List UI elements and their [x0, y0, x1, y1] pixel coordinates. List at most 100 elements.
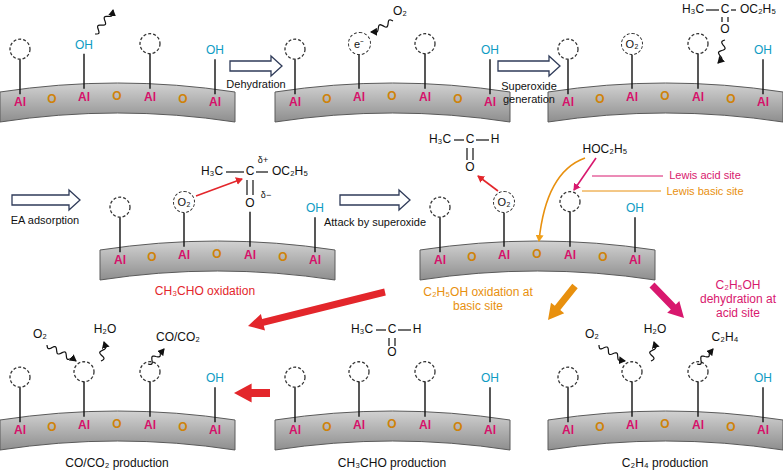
hydroxyl-group: OH: [626, 202, 644, 216]
hydroxyl-group: OH: [481, 44, 499, 58]
site-species: O₂: [626, 38, 639, 50]
aluminium-atom: Al: [626, 419, 638, 433]
panel-caption: C₂H₄ production: [622, 457, 708, 471]
molecule: C₂H₄: [712, 331, 739, 345]
surface-bond: [697, 54, 698, 89]
vacant-site: [140, 34, 160, 54]
atom-group: C: [246, 165, 255, 179]
chemical-bond: [721, 17, 722, 22]
aluminium-atom: Al: [14, 424, 26, 438]
surface-bond: [489, 387, 490, 422]
surface-bond: [424, 54, 425, 89]
oxygen-atom: O: [467, 251, 476, 265]
surface-bond: [697, 382, 698, 417]
oxygen-atom: O: [453, 421, 462, 435]
site-species: e⁻: [354, 36, 364, 51]
molecule: O₂: [585, 328, 599, 342]
vacant-site: [110, 197, 130, 217]
chemical-bond: [398, 329, 411, 330]
atom-group: O: [387, 346, 396, 360]
site-label: Lewis basic site: [666, 185, 743, 198]
oxygen-atom: O: [147, 251, 156, 265]
chemical-bond: [727, 17, 728, 22]
oxygen-atom: O: [322, 421, 331, 435]
molecule: HOC₂H₅: [583, 143, 628, 157]
vacant-site: [349, 362, 369, 382]
atom-group: H₃C: [201, 165, 223, 179]
hydroxyl-group: OH: [481, 372, 499, 386]
desorption-arrow: [599, 345, 625, 361]
oxygen-atom: O: [660, 90, 669, 104]
aluminium-atom: Al: [484, 424, 496, 438]
chemical-bond: [252, 180, 253, 195]
oxygen-atom: O: [598, 251, 607, 265]
surface-bond: [762, 59, 763, 94]
chemical-bond: [454, 139, 464, 140]
site-label: Lewis acid site: [669, 169, 741, 182]
molecule: H₂O: [94, 323, 117, 337]
oxygen-atom: O: [387, 418, 396, 432]
step-arrow: [498, 56, 560, 76]
surface-bond: [294, 59, 295, 94]
atom-group: H: [491, 133, 500, 147]
aluminium-atom: Al: [564, 249, 576, 263]
surface-bond: [567, 59, 568, 94]
aluminium-atom: Al: [419, 91, 431, 105]
vacant-site: [285, 367, 305, 387]
oxygen-atom: O: [178, 93, 187, 107]
catalyst-surface: [100, 241, 335, 280]
oxygen-atom: O: [322, 93, 331, 107]
catalyst-surface: [0, 83, 235, 122]
atom-group: OC₂H₅: [740, 3, 776, 17]
aluminium-atom: Al: [484, 96, 496, 110]
step-label: EA adsorption: [11, 214, 80, 227]
aluminium-atom: Al: [434, 254, 446, 268]
oxygen-atom: O: [726, 93, 735, 107]
atom-group: C: [466, 133, 475, 147]
surface-bond: [314, 217, 315, 252]
molecule: CO/CO₂: [156, 331, 200, 345]
surface-bond: [294, 387, 295, 422]
pathway-label: CH₃CHO oxidation: [155, 285, 255, 299]
chemical-bond: [376, 329, 386, 330]
vacant-site: [558, 39, 578, 59]
catalyst-surface: [420, 241, 655, 280]
vacant-site: [558, 367, 578, 387]
step-arrow: [340, 190, 410, 210]
pathway-arrow: [650, 283, 685, 318]
oxygen-atom: O: [532, 248, 541, 262]
aluminium-atom: Al: [498, 249, 510, 263]
chemical-bond: [388, 338, 389, 346]
chemical-bond: [246, 180, 247, 195]
attack-arrow: [196, 179, 242, 196]
surface-bond: [183, 212, 184, 247]
aluminium-atom: Al: [144, 91, 156, 105]
surface-bond: [83, 54, 84, 89]
surface-bond: [83, 382, 84, 417]
surface-bond: [19, 59, 20, 94]
aluminium-atom: Al: [78, 419, 90, 433]
site-species: O₂: [498, 196, 511, 208]
surface-bond: [489, 59, 490, 94]
oxygen-atom: O: [387, 90, 396, 104]
aluminium-atom: Al: [757, 96, 769, 110]
aluminium-atom: Al: [626, 91, 638, 105]
surface-bond: [19, 387, 20, 422]
aluminium-atom: Al: [692, 419, 704, 433]
catalyst-surface: [548, 411, 783, 450]
atom-group: H₃C: [682, 3, 704, 17]
site-species: O₂: [178, 196, 191, 208]
hydroxyl-group: OH: [206, 44, 224, 58]
desorption-arrow: [47, 345, 76, 361]
aluminium-atom: Al: [244, 249, 256, 263]
panel-caption: CH₃CHO production: [338, 457, 446, 471]
atom-group: O: [465, 161, 474, 175]
surface-bond: [214, 59, 215, 94]
hydroxyl-group: OH: [75, 39, 93, 53]
hydroxyl-group: OH: [754, 44, 772, 58]
molecule: O₂: [393, 5, 407, 19]
adsorption-site: O₂: [621, 33, 643, 55]
aluminium-atom: Al: [78, 91, 90, 105]
surface-bond: [249, 212, 250, 247]
adsorption-arrow: [574, 158, 596, 190]
